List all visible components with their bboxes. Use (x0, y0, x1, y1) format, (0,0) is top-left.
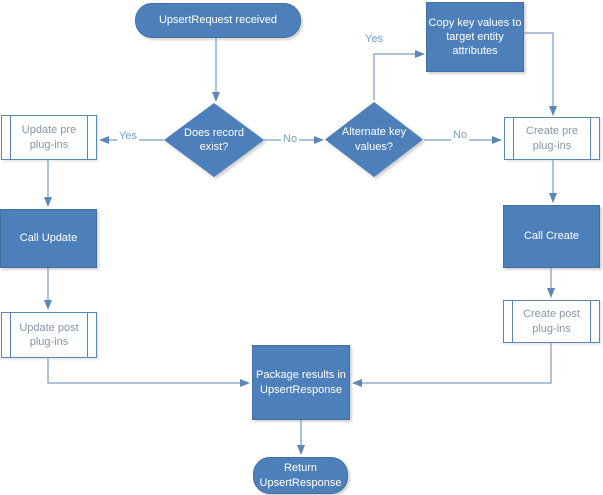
node-start-label: UpsertRequest received (158, 14, 277, 27)
node-call-update-label: Call Update (19, 232, 78, 245)
node-start: UpsertRequest received (135, 3, 301, 38)
node-create-post-plugins: Create post plug-ins (503, 300, 600, 343)
node-alternate-key-values-label: Alternate key values? (341, 126, 407, 153)
edge-label-no-create: No (451, 128, 470, 142)
node-update-pre-plugins: Update pre plug-ins (1, 115, 97, 160)
node-copy-key-values-label: Copy key values to target entity attribu… (428, 16, 522, 58)
node-create-post-plugins-label: Create post plug-ins (523, 308, 580, 335)
node-alternate-key-values: Alternate key values? (325, 102, 423, 177)
connector-create-post-to-package (352, 343, 552, 387)
node-return-response: Return UpsertResponse (253, 457, 348, 494)
node-copy-key-values: Copy key values to target entity attribu… (426, 2, 524, 72)
connector-copy-to-create-pre (524, 32, 557, 116)
decision-diamond-shape: Does record exist? (164, 103, 264, 177)
node-create-pre-plugins: Create pre plug-ins (504, 117, 600, 160)
connector-yes-to-copy-keys (373, 50, 425, 100)
node-does-record-exist-label: Does record exist? (184, 126, 244, 153)
node-update-pre-plugins-label: Update pre plug-ins (21, 124, 77, 151)
edge-label-no-alternate: No (281, 132, 300, 146)
edge-label-yes-copy: Yes (363, 32, 385, 46)
decision-diamond-shape: Alternate key values? (325, 102, 423, 177)
node-call-create: Call Create (503, 205, 600, 268)
node-return-response-label: Return UpsertResponse (259, 462, 342, 489)
node-update-post-plugins-label: Update post plug-ins (19, 321, 79, 348)
node-package-results: Package results in UpsertResponse (252, 345, 350, 420)
node-update-post-plugins: Update post plug-ins (1, 312, 97, 358)
node-call-update: Call Update (0, 209, 97, 268)
node-call-create-label: Call Create (523, 230, 580, 243)
node-package-results-label: Package results in UpsertResponse (256, 369, 346, 396)
edge-label-yes-update: Yes (117, 129, 139, 143)
node-does-record-exist: Does record exist? (164, 103, 264, 177)
node-create-pre-plugins-label: Create pre plug-ins (526, 125, 578, 152)
connector-update-post-to-package (47, 358, 250, 387)
